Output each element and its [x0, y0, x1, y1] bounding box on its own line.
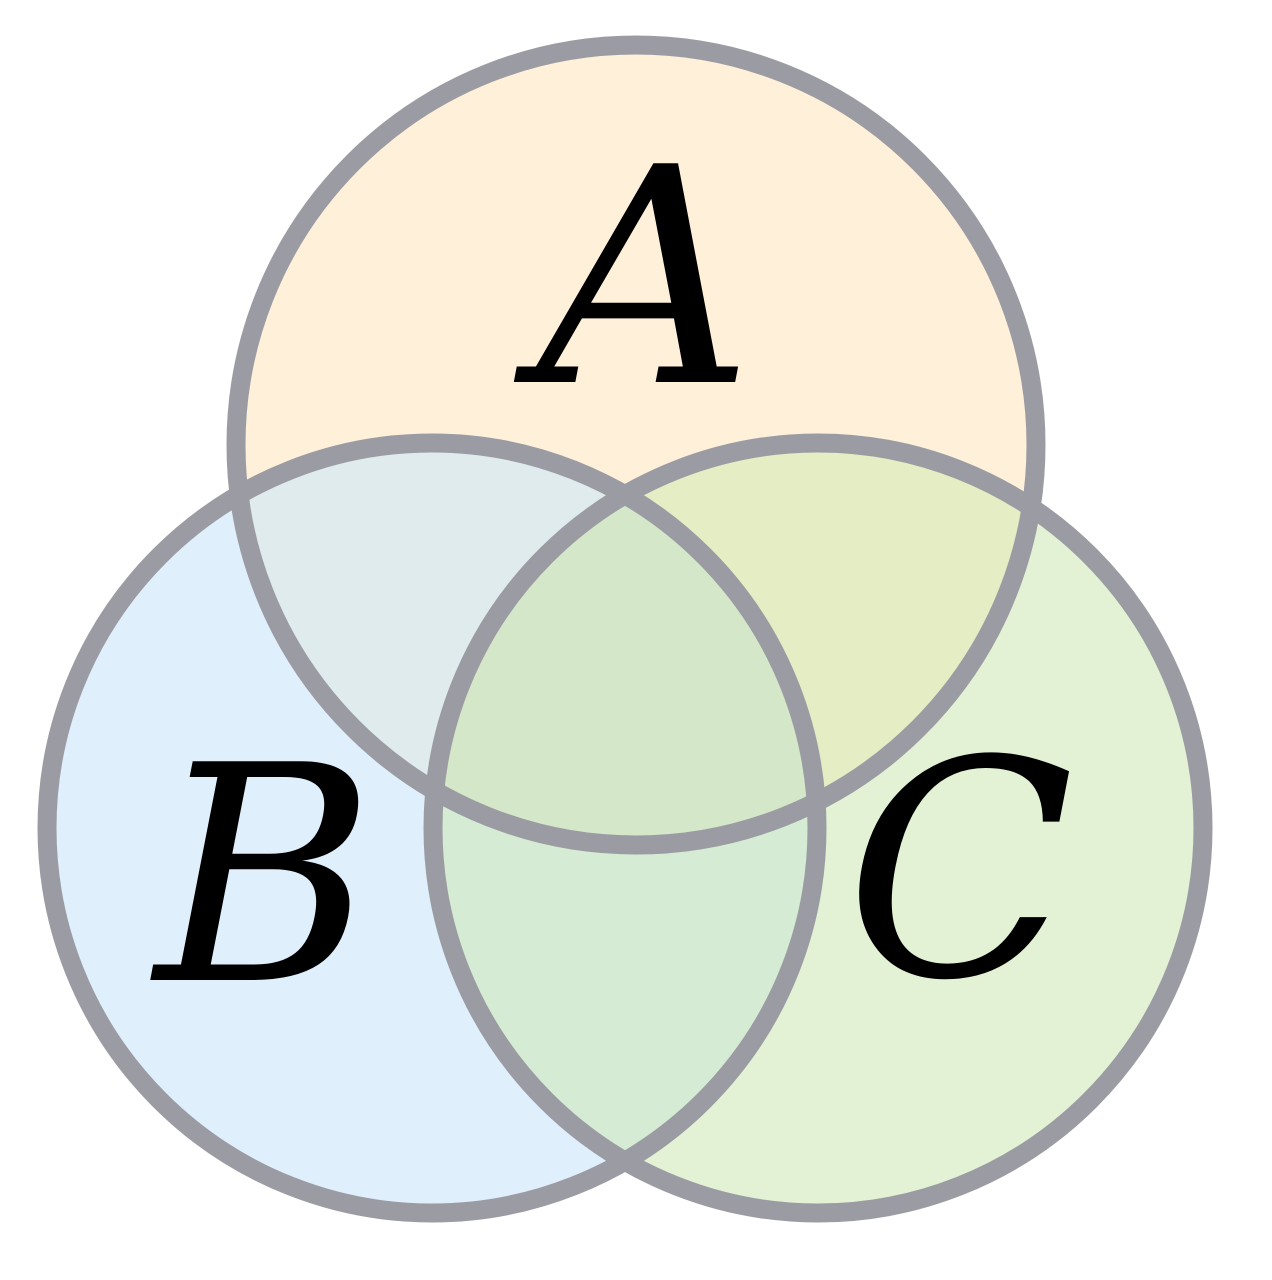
set-c-label: C	[845, 697, 1075, 1046]
set-b-outline	[37, 433, 827, 1223]
set-a-outline	[226, 35, 1046, 855]
set-b-label: B	[150, 702, 375, 1051]
set-a-label: A	[513, 104, 753, 453]
region-abc	[433, 443, 817, 845]
set-c-outline	[423, 433, 1213, 1223]
